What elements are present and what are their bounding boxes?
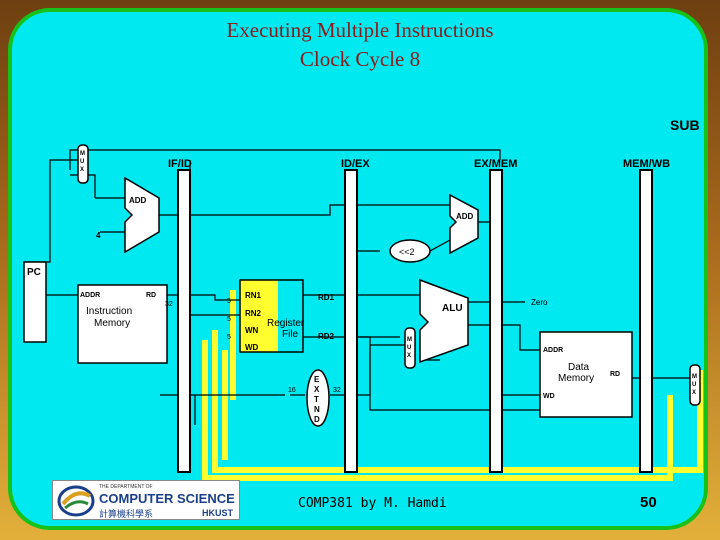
pc-label: PC (27, 267, 41, 278)
logo-chinese: 計算機科學系 (99, 509, 154, 519)
zero-label: Zero (531, 298, 548, 307)
const-four: 4 (96, 231, 101, 240)
ext-out-bits: 32 (333, 387, 341, 394)
pipeline-registers: IF/ID ID/EX EX/MEM MEM/WB (168, 158, 670, 473)
ext-letter: X (314, 385, 320, 394)
imem-addr: ADDR (80, 292, 100, 299)
ext-in-bits: 16 (288, 387, 296, 394)
ifid-register (177, 169, 191, 473)
imem-width: 32 (165, 301, 173, 308)
dmem-wd: WD (543, 393, 555, 400)
pc-mux-letter: X (80, 167, 84, 173)
rf-bits-rn2: 5 (227, 316, 231, 323)
instruction-memory (77, 284, 168, 364)
ext-letter: T (314, 395, 319, 404)
page-number: 50 (640, 494, 657, 511)
dmem-name-2: Memory (558, 373, 594, 384)
writeback-mux: M U X (689, 364, 701, 406)
rf-rd2: RD2 (318, 332, 335, 341)
alu-mux-letter: U (407, 345, 411, 351)
pc-register (23, 261, 47, 343)
rf-bits-rn1: 5 (227, 298, 231, 305)
alu (419, 278, 469, 364)
pc-mux: M U X (77, 144, 89, 184)
ext-letter: N (314, 405, 320, 414)
sign-extend (306, 369, 330, 427)
branch-adder (449, 193, 479, 255)
rf-wn: WN (245, 326, 259, 335)
rf-name-1: Register (267, 318, 305, 329)
wb-mux-letter: U (692, 382, 696, 388)
logo-school: HKUST (202, 508, 233, 518)
slide-subtitle: Clock Cycle 8 (299, 47, 421, 71)
branch-adder-label: ADD (456, 212, 474, 221)
memwb-register (639, 169, 653, 473)
ifid-label: IF/ID (168, 158, 192, 170)
ext-letter: E (314, 375, 320, 384)
logo-dept: THE DEPARTMENT OF (99, 484, 153, 490)
alu-mux: M U X (404, 327, 416, 369)
instruction-label: SUB (670, 117, 700, 133)
footer-author: COMP381 by M. Hamdi (298, 496, 447, 511)
ext-letter: D (314, 415, 320, 424)
exmem-label: EX/MEM (474, 158, 517, 170)
alu-label: ALU (442, 303, 463, 314)
pc-adder (124, 176, 160, 254)
idex-label: ID/EX (341, 158, 370, 170)
alu-mux-letter: X (407, 353, 411, 359)
wb-mux-letter: X (692, 390, 696, 396)
idex-register (344, 169, 358, 473)
shift-left-2 (389, 239, 431, 263)
imem-name-2: Memory (94, 318, 130, 329)
imem-name-1: Instruction (86, 306, 132, 317)
rf-bits-wn: 5 (227, 334, 231, 341)
exmem-register (489, 169, 503, 473)
rf-name-2: File (282, 329, 299, 340)
slide-title: Executing Multiple Instructions (226, 18, 494, 42)
data-memory (539, 331, 633, 418)
rf-rn1: RN1 (245, 291, 262, 300)
register-file (239, 279, 304, 353)
pc-mux-letter: M (80, 151, 85, 157)
logo-name: COMPUTER SCIENCE (99, 491, 235, 506)
pc-mux-letter: U (80, 159, 84, 165)
imem-rd: RD (146, 292, 156, 299)
hkust-cs-logo: THE DEPARTMENT OF COMPUTER SCIENCE 計算機科學… (52, 480, 240, 520)
rf-rd1: RD1 (318, 293, 335, 302)
dmem-rd: RD (610, 371, 620, 378)
rf-rn2: RN2 (245, 309, 262, 318)
wb-mux-letter: M (692, 374, 697, 380)
rf-wd: WD (245, 343, 259, 352)
pc-adder-label: ADD (129, 196, 147, 205)
regfile-highlight (240, 280, 278, 352)
memwb-label: MEM/WB (623, 158, 670, 170)
alu-mux-letter: M (407, 337, 412, 343)
dmem-name-1: Data (568, 362, 590, 373)
dmem-addr: ADDR (543, 347, 563, 354)
shift-label: <<2 (399, 247, 415, 257)
logo-emblem-icon (57, 485, 95, 517)
